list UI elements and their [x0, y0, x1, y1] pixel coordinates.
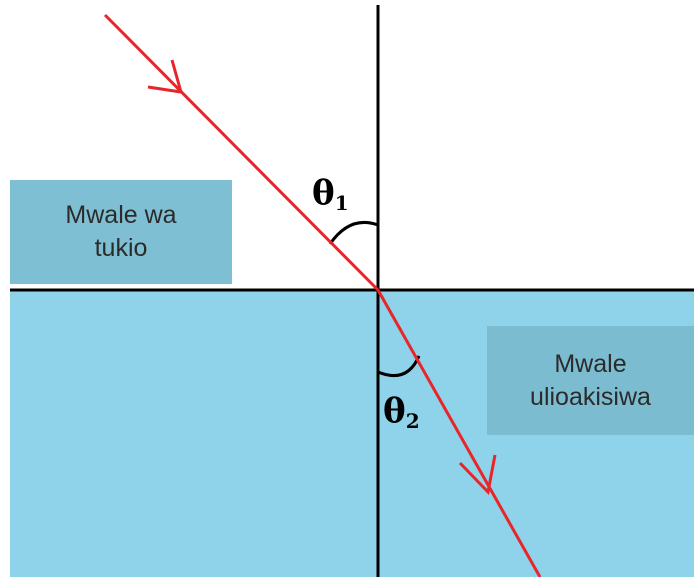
theta2-subscript: 2 — [405, 409, 420, 433]
refracted-ray-label: Mwale ulioakisiwa — [487, 326, 694, 435]
theta2-symbol: θ — [383, 391, 406, 431]
incident-label-line2: tukio — [94, 234, 148, 262]
angle-theta2-label: θ2 — [383, 391, 420, 431]
refracted-label-line2: ulioakisiwa — [530, 382, 651, 411]
incident-label-line1: Mwale wa — [65, 201, 177, 229]
incident-ray-label: Mwale wa tukio — [10, 180, 232, 284]
refracted-ray-arrowhead — [458, 454, 497, 496]
theta1-subscript: 1 — [334, 191, 349, 215]
incident-ray-arrowhead — [147, 59, 184, 94]
angle-arc-theta1 — [328, 220, 379, 245]
refracted-label-line1: Mwale — [554, 349, 627, 378]
incident-ray — [103, 13, 380, 292]
refracted-ray — [376, 289, 542, 578]
angle-theta1-label: θ1 — [312, 173, 349, 213]
theta1-symbol: θ — [312, 173, 335, 213]
